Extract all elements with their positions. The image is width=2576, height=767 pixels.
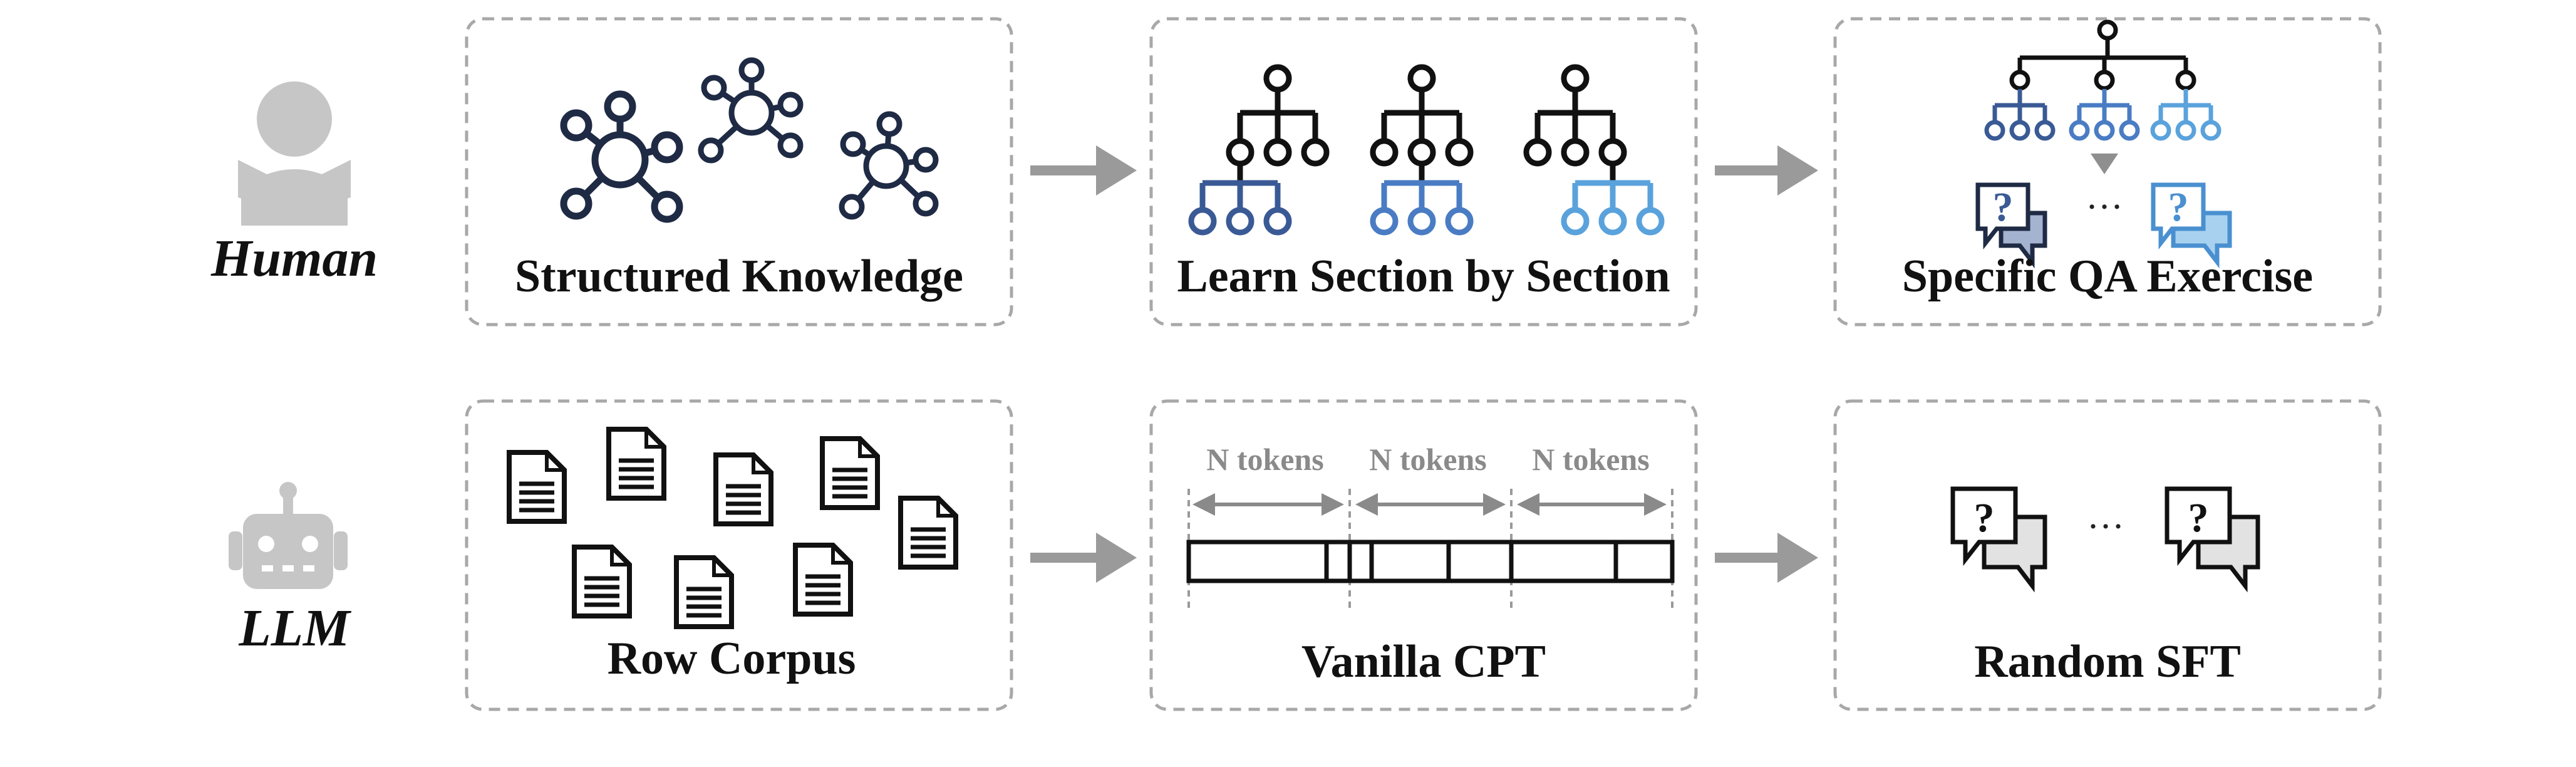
knowledge-graph-icon-small <box>839 111 939 220</box>
human-reading-icon <box>238 81 351 226</box>
panel-border <box>1149 399 1698 711</box>
knowledge-graph-icon-medium <box>698 57 804 164</box>
document-icon <box>507 450 567 524</box>
knowledge-graph-icon-large <box>560 90 683 223</box>
qa-question-mark: ? <box>2168 184 2189 230</box>
human-row: Human <box>210 17 2382 326</box>
qa-question-mark: ? <box>1993 184 2014 230</box>
document-icon <box>793 543 853 617</box>
qa-ellipsis: ··· <box>2086 186 2123 227</box>
section-tree-icon-1 <box>1188 64 1330 236</box>
section-tree-icon-2 <box>1370 64 1474 236</box>
panel-title-row-corpus: Row Corpus <box>608 633 856 684</box>
panel-border <box>1833 17 2382 326</box>
llm-row: LLM <box>229 399 2382 711</box>
panel-vanilla-cpt: N tokens N tokens N tokens <box>1149 399 1698 711</box>
panel-border <box>465 17 1013 326</box>
qa-tree-icon <box>1984 19 2222 141</box>
section-tree-icon-3 <box>1523 64 1665 236</box>
flow-arrow-llm-1 <box>1030 533 1137 583</box>
document-icon <box>898 496 958 570</box>
qa-bubble-icon-light: ? <box>2151 182 2232 269</box>
row-label-human: Human <box>210 229 378 288</box>
panel-border <box>1149 17 1698 326</box>
panel-learn-section: Learn Section by Section <box>1149 17 1698 326</box>
panel-border <box>465 399 1013 711</box>
panel-title-learn-section: Learn Section by Section <box>1177 251 1670 302</box>
flow-arrow-human-1 <box>1030 145 1137 196</box>
qa-bubble-icon-left: ? <box>1950 486 2047 593</box>
document-icon <box>713 452 773 526</box>
token-label-3: N tokens <box>1532 442 1650 477</box>
row-label-llm: LLM <box>238 599 352 657</box>
panel-specific-qa: ? ··· ? Specific QA Exercise <box>1833 17 2382 326</box>
panel-row-corpus: Row Corpus <box>465 399 1013 711</box>
token-label-2: N tokens <box>1369 442 1487 477</box>
robot-icon <box>229 482 348 589</box>
document-icon <box>572 545 632 618</box>
panel-title-vanilla-cpt: Vanilla CPT <box>1301 636 1546 687</box>
document-icon <box>820 436 880 510</box>
panel-border <box>1833 399 2382 711</box>
panel-title-structured-knowledge: Structured Knowledge <box>515 251 963 302</box>
panel-random-sft: ? ··· ? Random SFT <box>1833 399 2382 711</box>
qa-bubble-icon-dark: ? <box>1975 182 2047 269</box>
document-icon <box>674 555 734 629</box>
document-icon <box>606 427 666 501</box>
flow-arrow-human-2 <box>1715 145 1818 196</box>
panel-structured-knowledge: Structured Knowledge <box>465 17 1013 326</box>
panel-title-specific-qa: Specific QA Exercise <box>1902 251 2313 302</box>
sft-question-mark: ? <box>2188 495 2209 541</box>
token-sequence-bar <box>1186 540 1675 583</box>
sft-ellipsis: ··· <box>2087 506 2124 547</box>
qa-bubble-icon-right: ? <box>2165 486 2260 593</box>
panel-title-random-sft: Random SFT <box>1974 636 2241 687</box>
token-label-1: N tokens <box>1206 442 1324 477</box>
sft-question-mark: ? <box>1974 495 1995 541</box>
flow-arrow-llm-2 <box>1715 533 1818 583</box>
down-triangle-icon <box>2091 154 2118 174</box>
